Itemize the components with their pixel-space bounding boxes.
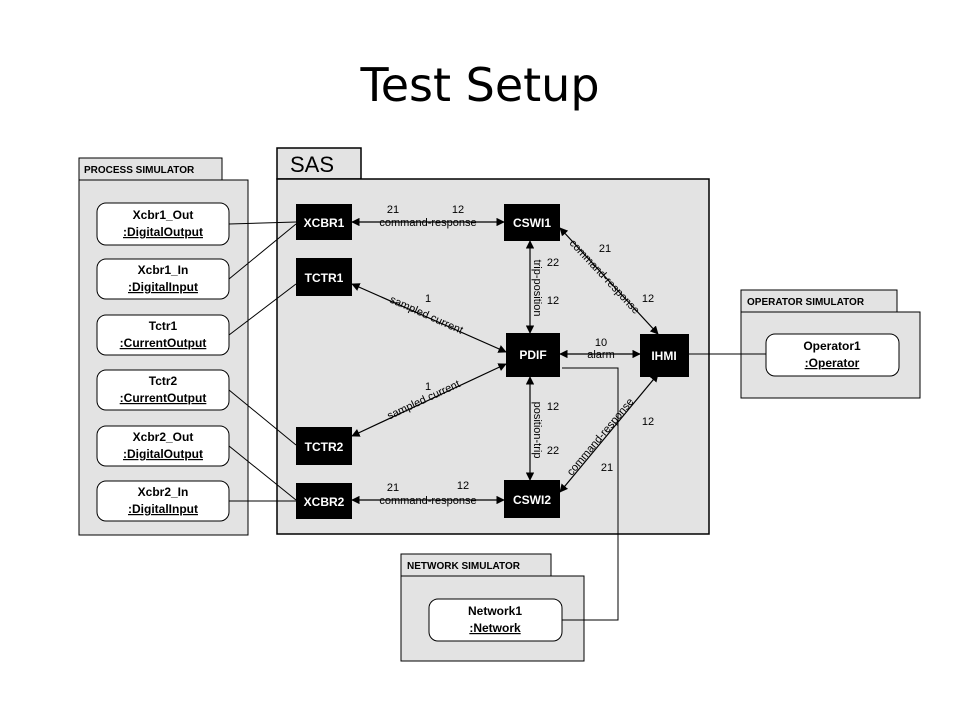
label-count: 22 <box>547 445 559 457</box>
arrow-tctr1-pdif <box>351 283 507 353</box>
label-count: 22 <box>547 257 559 269</box>
label-message: alarm <box>587 349 615 361</box>
node-tctr1[interactable]: TCTR1 <box>296 258 352 296</box>
process-object-tctr2[interactable]: Tctr2 :CurrentOutput <box>96 369 230 411</box>
connector-tctr2 <box>228 389 297 446</box>
label-count: 12 <box>642 293 654 305</box>
node-label: XCBR1 <box>304 216 345 230</box>
object-name: Tctr1 <box>149 319 178 333</box>
sas-tab <box>276 147 362 180</box>
node-tctr2[interactable]: TCTR2 <box>296 427 352 465</box>
node-ihmi[interactable]: IHMI <box>640 334 689 377</box>
connector-xcbr1-in <box>228 223 297 280</box>
message-arrows <box>351 217 659 505</box>
object-type: :DigitalInput <box>128 280 198 294</box>
label-message: command-response <box>379 217 476 229</box>
label-count: 21 <box>601 462 613 474</box>
object-name: Network1 <box>468 604 522 618</box>
node-label: TCTR1 <box>305 271 344 285</box>
node-label: PDIF <box>519 348 546 362</box>
label-count: 21 <box>387 482 399 494</box>
arrow-cswi1-ihmi <box>559 227 659 335</box>
label-message: trip-position <box>531 260 543 317</box>
object-type: :DigitalOutput <box>123 447 203 461</box>
object-name: Xcbr1_In <box>138 263 189 277</box>
object-type: :Operator <box>805 356 860 370</box>
connector-network <box>562 367 619 621</box>
node-label: IHMI <box>651 349 676 363</box>
label-count: 12 <box>547 295 559 307</box>
object-name: Tctr2 <box>149 374 178 388</box>
connector-xcbr1-out <box>228 221 297 225</box>
label-count: 21 <box>387 204 399 216</box>
operator-simulator-label: OPERATOR SIMULATOR <box>747 297 865 308</box>
node-label: CSWI2 <box>513 493 551 507</box>
node-xcbr1[interactable]: XCBR1 <box>296 204 352 240</box>
node-pdif[interactable]: PDIF <box>506 333 560 377</box>
object-type: :DigitalOutput <box>123 225 203 239</box>
label-count: 10 <box>595 337 607 349</box>
label-count: 12 <box>642 416 654 428</box>
process-object-xcbr1-in[interactable]: Xcbr1_In :DigitalInput <box>96 258 230 300</box>
label-message: position-trip <box>531 402 543 459</box>
label-count: 12 <box>547 401 559 413</box>
process-object-xcbr1-out[interactable]: Xcbr1_Out :DigitalOutput <box>96 202 230 246</box>
label-count: 1 <box>425 381 431 393</box>
object-name: Xcbr2_In <box>138 485 189 499</box>
label-count: 1 <box>425 293 431 305</box>
process-object-tctr1[interactable]: Tctr1 :CurrentOutput <box>96 314 230 356</box>
node-label: TCTR2 <box>305 440 344 454</box>
object-type: :CurrentOutput <box>120 336 207 350</box>
object-name: Operator1 <box>803 339 861 353</box>
network-simulator-label: NETWORK SIMULATOR <box>407 561 521 572</box>
operator-object[interactable]: Operator1 :Operator <box>765 333 900 377</box>
process-object-xcbr2-out[interactable]: Xcbr2_Out :DigitalOutput <box>96 425 230 467</box>
node-xcbr2[interactable]: XCBR2 <box>296 483 352 519</box>
label-message: command-response <box>379 495 476 507</box>
label-count: 21 <box>599 243 611 255</box>
object-name: Xcbr1_Out <box>133 208 194 222</box>
label-count: 12 <box>457 480 469 492</box>
node-cswi1[interactable]: CSWI1 <box>504 204 560 241</box>
object-type: :CurrentOutput <box>120 391 207 405</box>
node-label: CSWI1 <box>513 216 551 230</box>
connector-xcbr2-out <box>228 445 297 501</box>
object-type: :Network <box>469 621 521 635</box>
process-simulator-label: PROCESS SIMULATOR <box>84 165 195 176</box>
object-name: Xcbr2_Out <box>133 430 194 444</box>
arrow-tctr2-pdif <box>351 363 507 437</box>
slide-title: Test Setup <box>360 58 600 112</box>
connector-tctr1 <box>228 283 297 336</box>
network-object[interactable]: Network1 :Network <box>428 598 563 642</box>
process-object-xcbr2-in[interactable]: Xcbr2_In :DigitalInput <box>96 480 230 522</box>
simulator-connectors <box>228 221 766 621</box>
node-cswi2[interactable]: CSWI2 <box>504 480 560 518</box>
sas-label: SAS <box>290 152 334 177</box>
label-count: 12 <box>452 204 464 216</box>
arrow-cswi2-ihmi <box>559 373 659 493</box>
node-label: XCBR2 <box>304 495 345 509</box>
object-type: :DigitalInput <box>128 502 198 516</box>
